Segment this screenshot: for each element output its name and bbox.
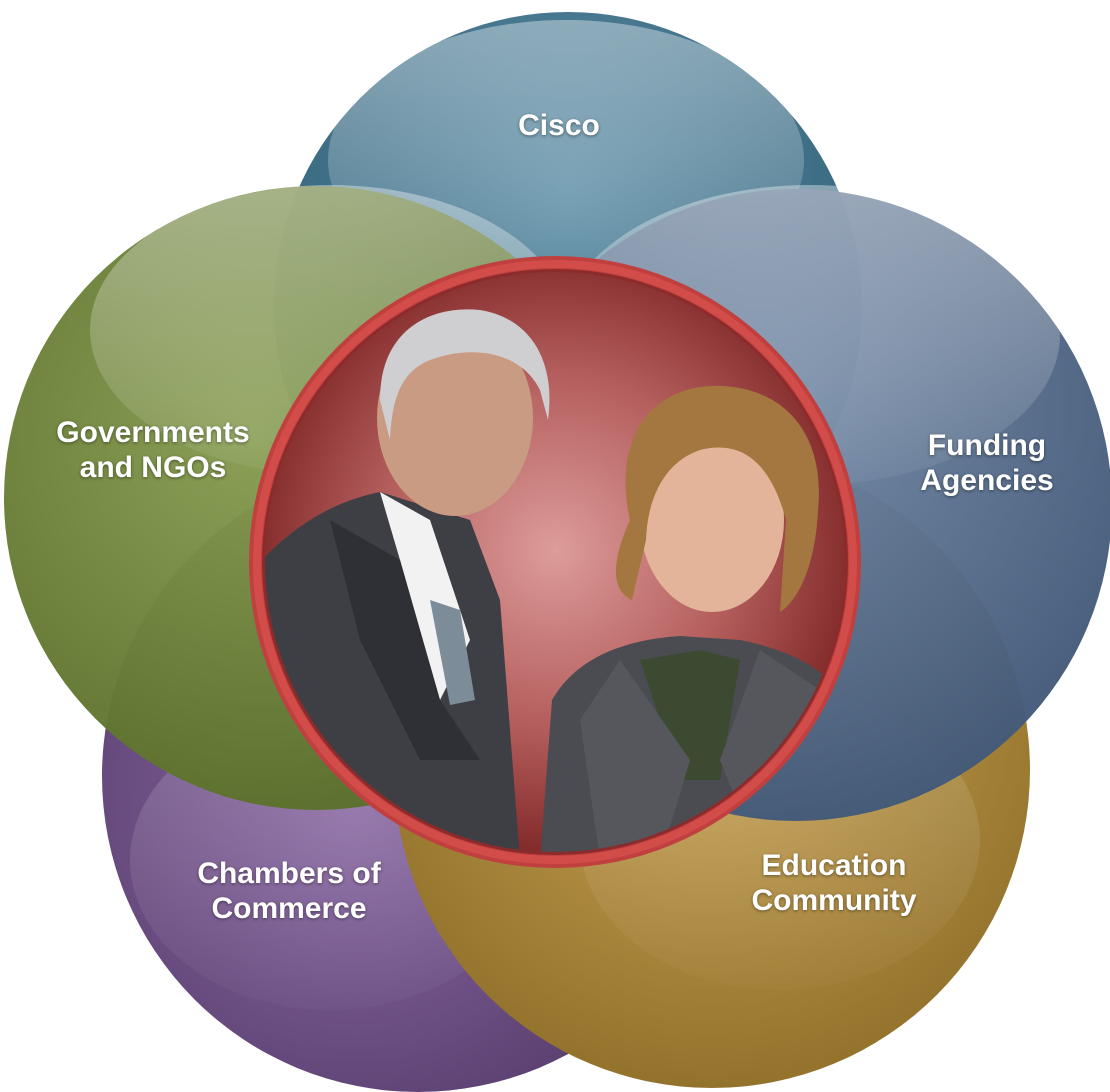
label-chambers: Chambers of Commerce — [158, 856, 420, 926]
label-governments-line-2: and NGOs — [79, 451, 227, 484]
label-funding-line-2: Agencies — [920, 464, 1054, 497]
label-education-line-2: Community — [751, 884, 917, 917]
label-funding: Funding Agencies — [884, 428, 1090, 498]
label-education: Education Community — [714, 848, 954, 918]
label-funding-line-1: Funding — [927, 429, 1047, 462]
center-circle — [249, 256, 861, 868]
label-chambers-line-1: Chambers of — [197, 857, 381, 890]
label-chambers-line-2: Commerce — [211, 892, 367, 925]
label-cisco: Cisco — [470, 108, 648, 143]
label-cisco-line-1: Cisco — [518, 109, 600, 142]
label-governments: Governments and NGOs — [30, 415, 276, 485]
label-governments-line-1: Governments — [56, 416, 250, 449]
label-education-line-1: Education — [761, 849, 907, 882]
